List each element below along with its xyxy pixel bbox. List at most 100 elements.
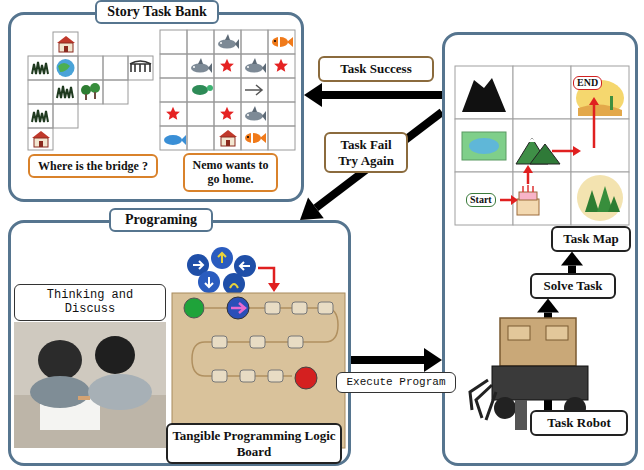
story-grid-right-part <box>241 78 268 102</box>
story-icons-right-part <box>218 34 239 49</box>
task-robot-part <box>492 366 588 400</box>
task-map-icons <box>462 78 624 221</box>
logic-board-part <box>231 303 245 313</box>
route-arrows-part <box>527 172 530 184</box>
story-grid-left-part <box>28 128 53 150</box>
programming-blocks-part <box>268 283 280 292</box>
panel-heading: Story Task Bank <box>95 0 219 24</box>
kids-photo-part <box>38 340 82 380</box>
task-robot-part <box>515 400 527 430</box>
logic-board-part <box>212 336 227 348</box>
story-grid-right-part <box>241 102 268 126</box>
route-arrows-part <box>552 150 574 153</box>
story-grid-left-part <box>28 56 53 80</box>
story-icons-right-part <box>245 85 262 95</box>
story-grid-right-part <box>160 30 187 54</box>
story-grid-right-part <box>187 102 214 126</box>
story-grid-right-part <box>214 126 241 150</box>
flow-arrow <box>300 112 442 220</box>
task-robot-part <box>494 397 516 419</box>
logic-board-part <box>292 302 307 314</box>
task-robot-part <box>546 326 568 340</box>
story-icons-left-part <box>130 61 151 64</box>
task-map-grid-part <box>513 66 571 119</box>
story-icons-left-part <box>85 94 87 100</box>
story-grid-right-part <box>187 78 214 102</box>
programming-blocks <box>187 247 280 295</box>
story-icons-right-part <box>220 59 234 72</box>
story-grid-left-part <box>28 80 53 104</box>
story-grid-left-part <box>78 56 103 80</box>
story-grid-left <box>28 32 153 150</box>
task-map-grid-part <box>513 172 571 225</box>
story-grid-left-part <box>53 104 78 128</box>
story-grid-right-part <box>268 78 295 102</box>
story-icons-left-part <box>81 85 91 95</box>
map-label-text: Start <box>466 193 496 207</box>
arrow-head <box>561 252 583 266</box>
arrow-head <box>424 348 442 372</box>
story-icons-right-part <box>192 85 208 95</box>
story-icons-right-part <box>191 58 212 73</box>
logic-board-part <box>240 370 255 382</box>
story-grid-right-part <box>160 126 187 150</box>
arrow-head <box>537 299 559 313</box>
story-icons-right <box>164 34 293 146</box>
story-icons-left-part <box>131 64 150 72</box>
arrow-head <box>304 83 322 107</box>
flow-arrow <box>561 252 583 273</box>
box-text: Where is the bridge ? <box>34 159 152 173</box>
story-icons-right-part <box>207 85 213 91</box>
story-grid-left-part <box>103 56 128 80</box>
story-icons-right-part <box>245 133 266 143</box>
programming-blocks-part <box>211 247 233 269</box>
logic-board-part <box>250 336 265 348</box>
board-label: Tangible Programming Logic Board <box>166 423 342 464</box>
task-map-grid-part <box>513 119 571 172</box>
story-text: Nemo wants to go home. <box>183 153 278 192</box>
story-grid-left-part <box>128 56 153 80</box>
logic-board-part <box>227 297 249 319</box>
programming-blocks-part <box>240 262 250 270</box>
kids-photo-part <box>14 322 166 448</box>
story-icons-right-part <box>220 107 234 120</box>
flow-arrow <box>351 348 442 372</box>
arrow-head <box>300 198 324 220</box>
task-map-icons-part <box>530 144 560 164</box>
story-text: Where is the bridge ? <box>28 154 158 178</box>
story-grid-right-part <box>241 54 268 78</box>
programming-blocks-part <box>230 284 238 288</box>
programming-blocks-part <box>198 271 220 293</box>
robot-label: Task Robot <box>530 410 628 436</box>
story-icons-left-part <box>57 36 75 52</box>
story-icons-left-part <box>94 92 96 99</box>
logic-board-part <box>295 367 317 389</box>
story-icons-right-part <box>245 58 266 73</box>
story-grid-right-part <box>187 54 214 78</box>
arrow-shaft <box>568 266 576 273</box>
map-label: Task Map <box>551 226 631 252</box>
story-grid-right-part <box>160 54 187 78</box>
story-icons-left-part <box>32 110 48 122</box>
story-icons-left-part <box>57 59 75 77</box>
story-grid-left-part <box>53 32 78 56</box>
task-map-grid <box>455 66 629 225</box>
programming-blocks-part <box>218 253 226 263</box>
story-grid-left-part <box>53 56 78 80</box>
task-map-icons-part <box>610 96 613 110</box>
story-panel: Story Task BankWhere is the bridge ?Nemo… <box>8 12 304 202</box>
task-map-icons-part <box>523 185 533 192</box>
box-text: Nemo wants to go home. <box>189 158 272 187</box>
story-icons-right-part <box>219 130 237 146</box>
edge-label: Execute Program <box>336 372 456 393</box>
route-arrows-part <box>511 195 518 205</box>
story-grid-left-part <box>28 104 53 128</box>
logic-board-part <box>192 308 338 376</box>
programming-panel: ProgramingThinking and DiscussTangible P… <box>8 220 351 466</box>
arrow-shaft <box>351 356 424 364</box>
story-grid-right-part <box>214 78 241 102</box>
box-text: Solve Task <box>536 278 610 294</box>
task-map-icons-part <box>462 78 506 112</box>
step-label: Solve Task <box>530 273 616 299</box>
